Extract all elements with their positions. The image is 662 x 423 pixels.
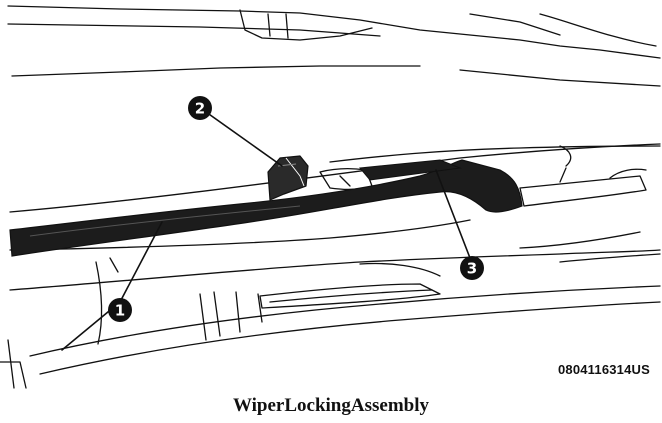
callout-2-label: 2 <box>195 100 205 118</box>
wiper-blade <box>519 167 647 207</box>
callout-3: 3 <box>460 256 484 280</box>
figure-caption: WiperLockingAssembly <box>232 395 429 416</box>
leader-line-2 <box>205 111 283 167</box>
callout-2: 2 <box>188 96 212 120</box>
hood-outline <box>7 5 661 87</box>
leader-line-1a <box>119 221 163 303</box>
callout-1: 1 <box>108 298 132 322</box>
figure-code: 0804116314US <box>557 362 650 377</box>
wiper-arm <box>9 159 523 257</box>
callout-2-marker <box>188 96 212 120</box>
callout-3-marker <box>460 256 484 280</box>
callout-1-label: 1 <box>115 302 125 320</box>
callout-3-label: 3 <box>467 260 477 278</box>
lower-body-outline <box>0 231 661 389</box>
locking-tab <box>267 155 309 201</box>
leader-line-3 <box>435 169 471 259</box>
callout-1-marker <box>108 298 132 322</box>
wiper-locking-illustration: 1 2 3 <box>0 5 661 389</box>
